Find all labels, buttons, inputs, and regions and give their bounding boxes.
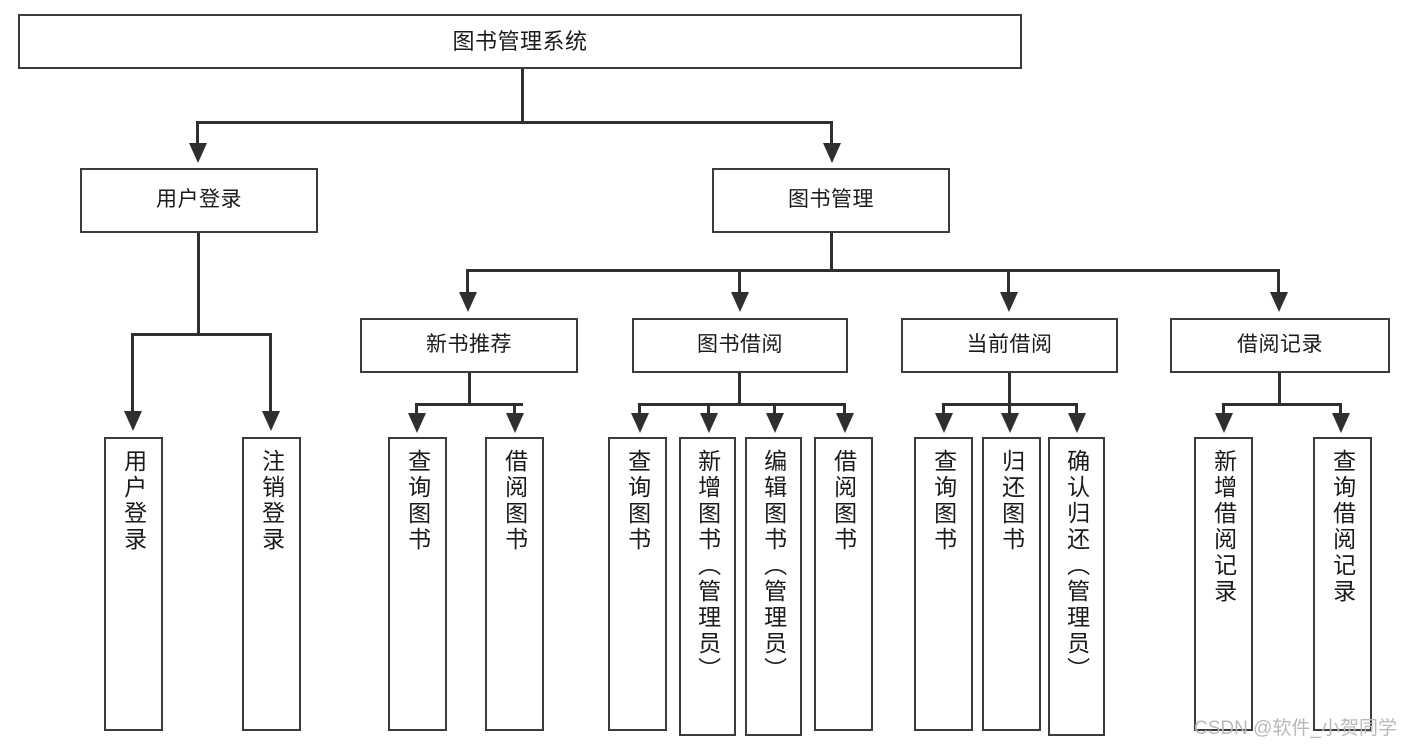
connector-new-book-bus <box>415 403 523 406</box>
connector-new-book-c2 <box>513 403 516 413</box>
node-label: 借阅图书 <box>830 449 857 553</box>
connector-current-borrow-c2 <box>1008 403 1011 413</box>
connector-new-book-c1 <box>415 403 418 413</box>
arrowhead-add-book <box>700 413 718 433</box>
arrowhead-borrow-book-1 <box>506 413 524 433</box>
leaf-query-book-recommend[interactable]: 查询图书 <box>388 437 447 731</box>
arrowhead-query-record <box>1332 413 1350 433</box>
connector-book-borrow-stem <box>738 373 741 405</box>
node-label: 用户登录 <box>120 449 147 553</box>
arrowhead-user-login <box>189 143 207 163</box>
leaf-confirm-return-admin[interactable]: 确认归还（管理员） <box>1048 437 1105 736</box>
connector-to-new-book <box>466 269 469 292</box>
node-new-book-recommend[interactable]: 新书推荐 <box>360 318 578 373</box>
arrowhead-query-book-2 <box>631 413 649 433</box>
connector-book-borrow-c4 <box>843 403 846 413</box>
node-borrow-record[interactable]: 借阅记录 <box>1170 318 1390 373</box>
node-book-borrow[interactable]: 图书借阅 <box>632 318 848 373</box>
leaf-query-book-borrow[interactable]: 查询图书 <box>608 437 667 731</box>
node-label: 归还图书 <box>998 449 1025 553</box>
leaf-logout[interactable]: 注销登录 <box>242 437 301 731</box>
arrowhead-book-manage <box>823 143 841 163</box>
node-current-borrow[interactable]: 当前借阅 <box>901 318 1118 373</box>
connector-borrow-record-c2 <box>1339 403 1342 413</box>
arrowhead-leaf-logout <box>262 411 280 431</box>
leaf-user-login[interactable]: 用户登录 <box>104 437 163 731</box>
connector-book-manage-stem <box>830 233 833 271</box>
node-label: 图书管理系统 <box>452 28 588 54</box>
node-label: 注销登录 <box>258 449 285 553</box>
connector-book-borrow-c2 <box>707 403 710 413</box>
connector-current-borrow-stem <box>1008 373 1011 405</box>
arrowhead-new-book <box>459 292 477 312</box>
connector-borrow-record-c1 <box>1222 403 1225 413</box>
leaf-add-borrow-record[interactable]: 新增借阅记录 <box>1194 437 1253 731</box>
connector-user-login-stem <box>197 233 200 335</box>
connector-to-book-borrow <box>738 269 741 292</box>
connector-user-login-right <box>269 333 272 411</box>
connector-book-manage-bus <box>466 269 1280 272</box>
arrowhead-query-book-1 <box>408 413 426 433</box>
node-label: 借阅图书 <box>501 449 528 553</box>
node-label: 图书管理 <box>788 188 874 212</box>
leaf-borrow-book-recommend[interactable]: 借阅图书 <box>485 437 544 731</box>
arrowhead-edit-book <box>766 413 784 433</box>
node-label: 确认归还（管理员） <box>1063 449 1090 683</box>
connector-borrow-record-bus <box>1222 403 1342 406</box>
node-label: 借阅记录 <box>1237 333 1323 357</box>
connector-current-borrow-c1 <box>942 403 945 413</box>
connector-to-borrow-record <box>1277 269 1280 292</box>
leaf-add-book-admin[interactable]: 新增图书（管理员） <box>679 437 736 736</box>
arrowhead-leaf-user-login <box>124 411 142 431</box>
connector-root-bus <box>196 121 833 124</box>
node-label: 查询图书 <box>404 449 431 553</box>
node-book-management[interactable]: 图书管理 <box>712 168 950 233</box>
arrowhead-query-book-3 <box>935 413 953 433</box>
connector-borrow-record-stem <box>1278 373 1281 405</box>
node-label: 用户登录 <box>156 188 242 212</box>
node-label: 查询图书 <box>624 449 651 553</box>
node-label: 新增借阅记录 <box>1210 449 1237 605</box>
node-user-login[interactable]: 用户登录 <box>80 168 318 233</box>
connector-to-current-borrow <box>1007 269 1010 292</box>
arrowhead-book-borrow <box>731 292 749 312</box>
node-root-library-system[interactable]: 图书管理系统 <box>18 14 1022 69</box>
arrowhead-add-record <box>1215 413 1233 433</box>
connector-current-borrow-c3 <box>1075 403 1078 413</box>
connector-book-borrow-c3 <box>773 403 776 413</box>
node-label: 当前借阅 <box>966 333 1053 357</box>
connector-root-stem <box>521 69 524 123</box>
connector-root-to-user-login <box>196 121 199 143</box>
node-label: 新增图书（管理员） <box>694 449 721 683</box>
connector-book-borrow-bus <box>638 403 846 406</box>
connector-root-to-book-manage <box>830 121 833 143</box>
connector-user-login-bus <box>131 333 269 336</box>
leaf-query-borrow-record[interactable]: 查询借阅记录 <box>1313 437 1372 731</box>
arrowhead-borrow-book-2 <box>836 413 854 433</box>
node-label: 查询图书 <box>930 449 957 553</box>
csdn-watermark: CSDN @软件_小贺同学 <box>1194 718 1397 739</box>
node-label: 新书推荐 <box>426 333 512 357</box>
node-label: 查询借阅记录 <box>1329 449 1356 605</box>
leaf-edit-book-admin[interactable]: 编辑图书（管理员） <box>745 437 802 736</box>
leaf-borrow-book-borrow[interactable]: 借阅图书 <box>814 437 873 731</box>
arrowhead-return-book <box>1001 413 1019 433</box>
connector-user-login-left <box>131 333 134 411</box>
node-label: 图书借阅 <box>697 333 783 357</box>
arrowhead-current-borrow <box>1000 292 1018 312</box>
leaf-query-book-current[interactable]: 查询图书 <box>914 437 973 731</box>
leaf-return-book[interactable]: 归还图书 <box>982 437 1041 731</box>
arrowhead-confirm-return <box>1068 413 1086 433</box>
arrowhead-borrow-record <box>1270 292 1288 312</box>
connector-new-book-stem <box>468 373 471 405</box>
connector-book-borrow-c1 <box>638 403 641 413</box>
node-label: 编辑图书（管理员） <box>760 449 787 683</box>
